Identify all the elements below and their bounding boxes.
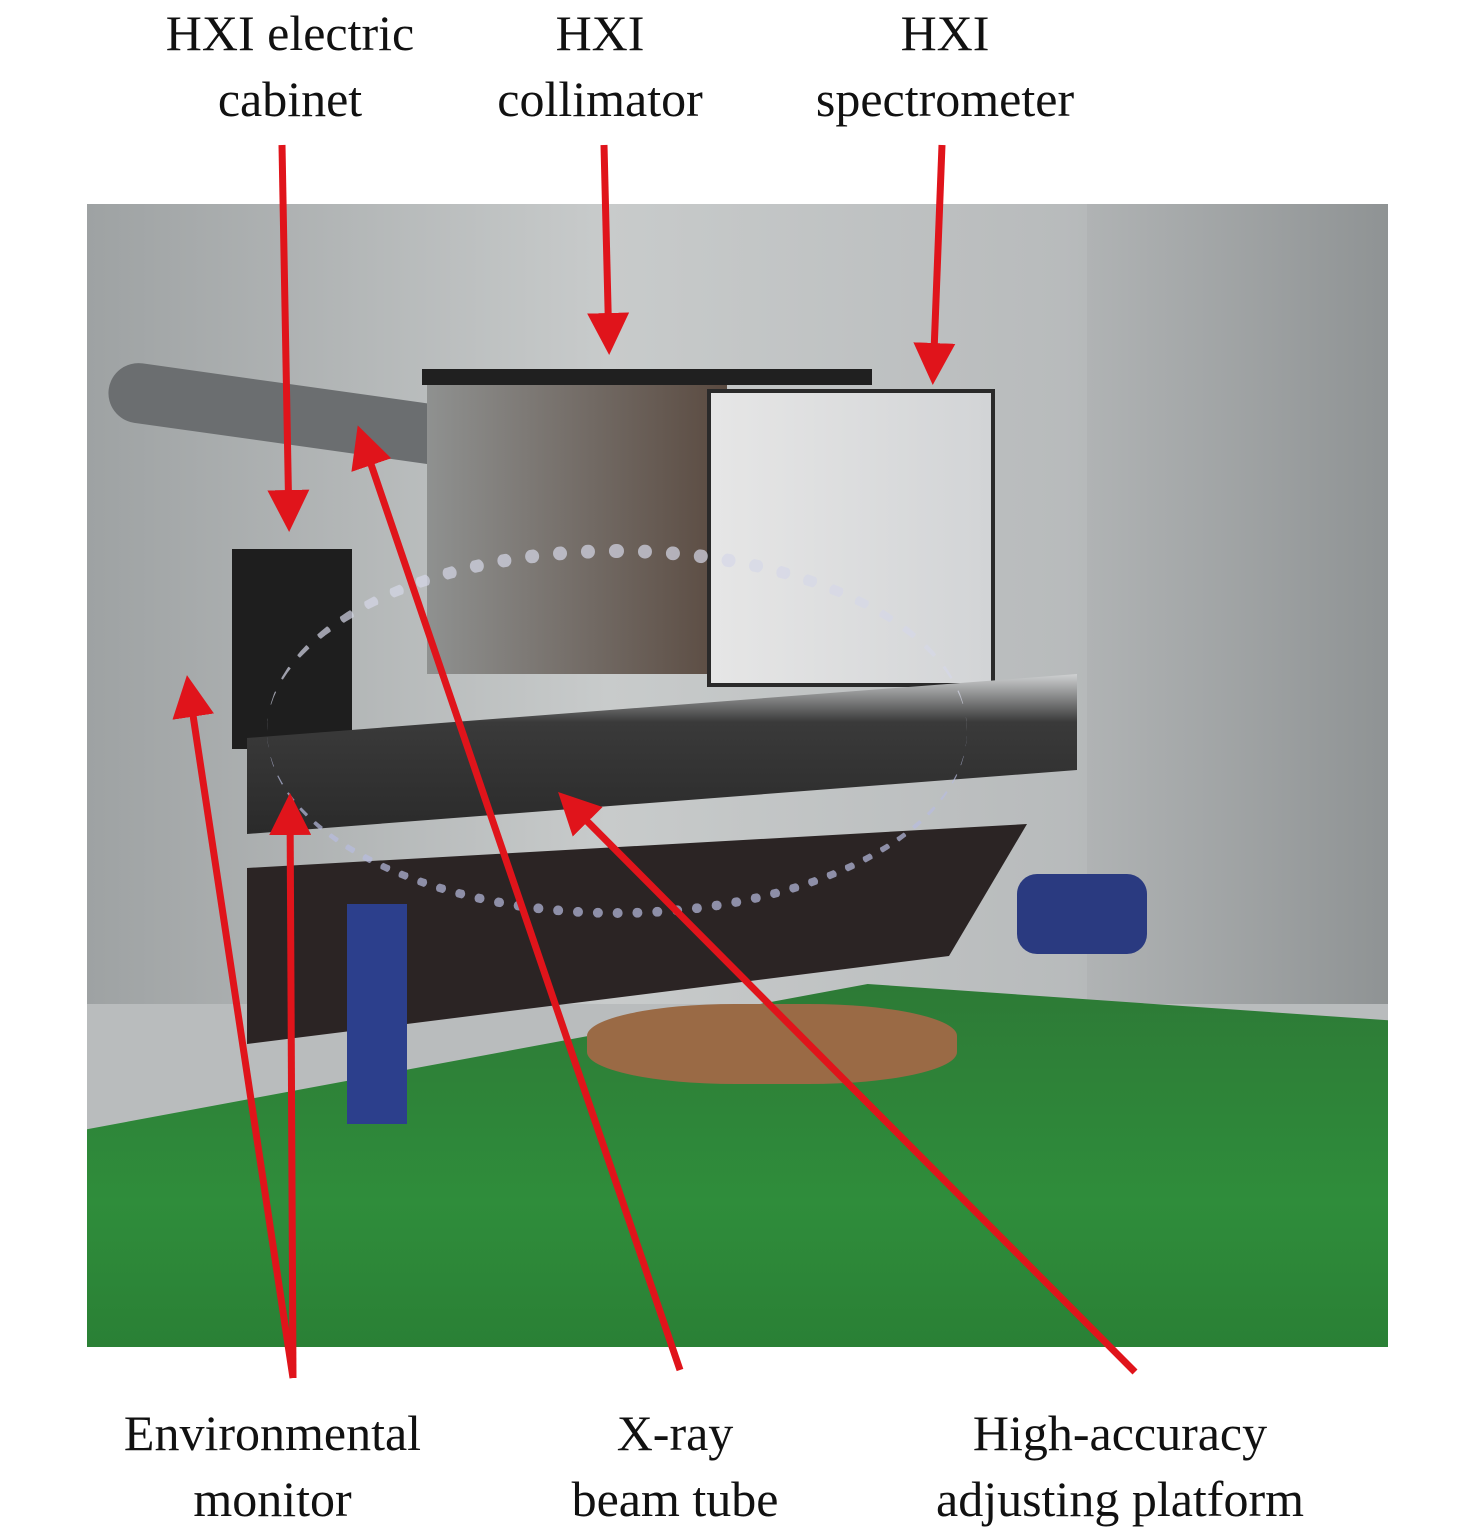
label-spectrometer: HXI spectrometer [790,0,1100,132]
arrow-collimator [587,144,630,355]
label-line: monitor [193,1471,352,1527]
label-environmental-monitor: Environmental monitor [100,1400,445,1532]
label-line: beam tube [571,1471,779,1527]
label-line: HXI [555,5,645,61]
label-electric-cabinet: HXI electric cabinet [140,0,440,132]
arrow-electric-cabinet [267,144,310,532]
label-collimator: HXI collimator [460,0,740,132]
blue-actuator [347,904,407,1124]
blue-motor [1017,874,1147,954]
label-line: Environmental [123,1405,422,1461]
arrow-platform [558,792,1138,1375]
right-wall-shadow [1087,204,1388,1004]
arrow-environmental-monitor-2 [269,793,312,1379]
label-line: HXI electric [165,5,415,61]
arrow-beam-tube [351,425,684,1372]
arrow-spectrometer [913,144,956,385]
cloth [587,1004,957,1084]
label-platform: High-accuracy adjusting platform [900,1400,1340,1532]
label-line: cabinet [217,71,363,127]
label-line: collimator [497,71,703,127]
label-beam-tube: X-ray beam tube [535,1400,815,1532]
label-line: spectrometer [815,71,1075,127]
label-line: X-ray [616,1405,734,1461]
label-line: HXI [900,5,990,61]
label-line: High-accuracy [972,1405,1268,1461]
equipment-photo [87,204,1388,1347]
label-line: adjusting platform [936,1471,1304,1527]
collimator-top [422,369,872,385]
arrow-environmental-monitor-1 [172,675,297,1379]
